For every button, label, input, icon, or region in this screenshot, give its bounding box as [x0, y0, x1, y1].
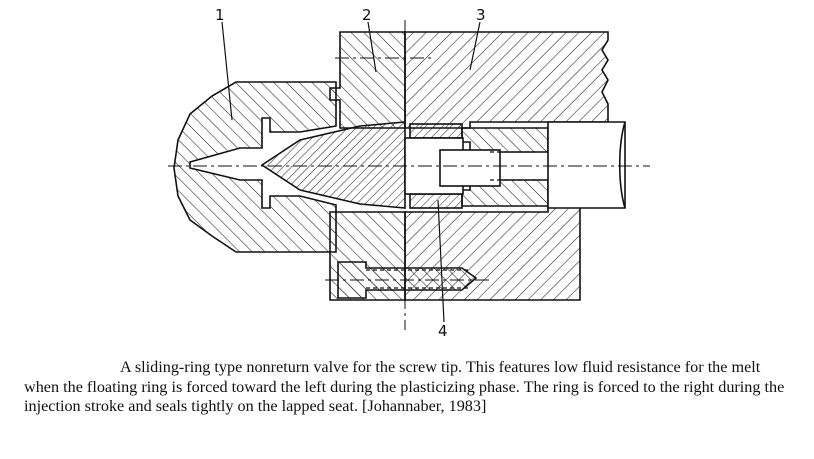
screw-shaft-end	[618, 121, 626, 209]
label-1: 1	[215, 6, 225, 24]
valve-cross-section-diagram: 1 2 3 4	[168, 6, 650, 340]
nozzle-body	[173, 81, 337, 253]
label-4: 4	[438, 322, 448, 340]
figure-caption: A sliding-ring type nonreturn valve for …	[24, 358, 785, 415]
sliding-ring-lower	[409, 193, 463, 209]
screw-tip-cone	[260, 121, 406, 209]
barrel-upper	[404, 31, 609, 129]
sliding-ring-upper	[409, 123, 463, 139]
end-cap-upper	[329, 31, 406, 129]
label-3: 3	[476, 6, 486, 24]
screw-shaft	[547, 121, 626, 209]
valve-stem	[439, 149, 501, 187]
label-2: 2	[362, 6, 372, 24]
